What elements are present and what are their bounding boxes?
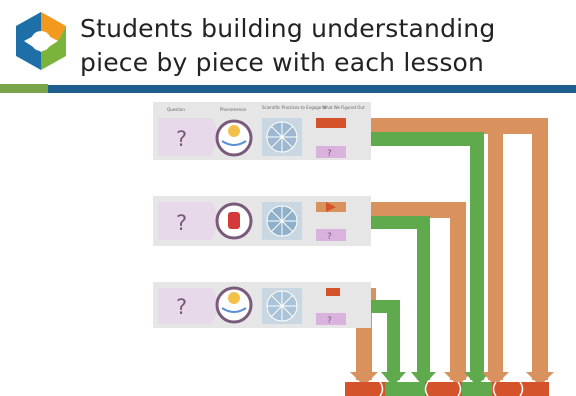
cycle-logo-icon xyxy=(16,12,66,70)
question-mark: ? xyxy=(176,127,187,151)
lesson-row-3: ? ? xyxy=(153,282,371,328)
title-rule-green xyxy=(0,84,48,93)
header-question: Question xyxy=(167,107,185,112)
lesson-row-1: Question Phenomenon Scientific Practices… xyxy=(153,102,371,160)
understanding-puzzle-bar xyxy=(345,381,549,396)
figured-out-mark: ? xyxy=(327,149,332,159)
header-practices: Scientific Practices to Engage in xyxy=(262,105,327,110)
figured-out-mark: ? xyxy=(327,316,332,326)
question-mark: ? xyxy=(176,295,187,319)
header-phenomenon: Phenomenon xyxy=(220,107,247,112)
question-mark: ? xyxy=(176,211,187,235)
title-rule-blue xyxy=(48,85,576,93)
slide-title-line-2: piece by piece with each lesson xyxy=(80,48,485,77)
header-figured-out: What We Figured Out xyxy=(322,105,365,110)
figured-out-mark: ? xyxy=(327,232,332,242)
arrowheads xyxy=(350,372,554,386)
lesson-row-2: ? ? xyxy=(153,196,371,246)
slide-title-line-1: Students building understanding xyxy=(80,14,496,43)
